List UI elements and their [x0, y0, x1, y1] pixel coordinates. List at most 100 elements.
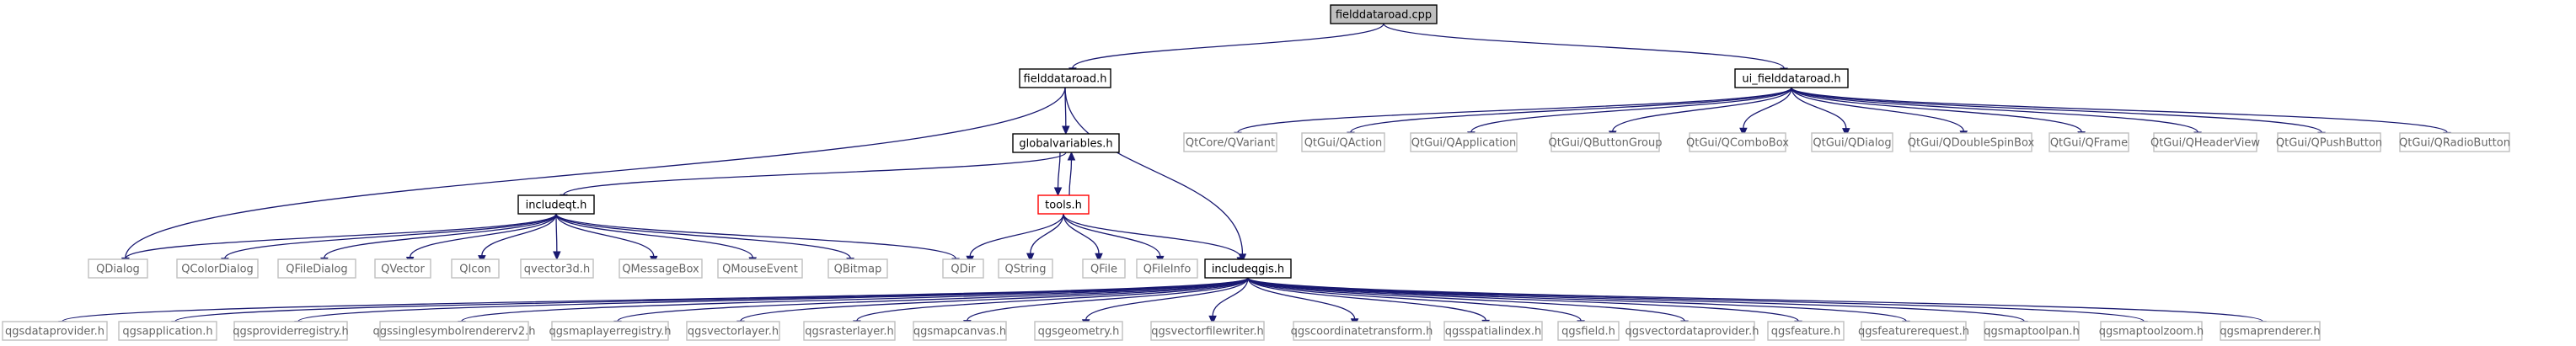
node-qgsvectorlayer-h: qgsvectorlayer.h — [686, 321, 780, 341]
edge-arrowhead — [1053, 187, 1063, 197]
node-box — [451, 258, 500, 279]
edge-line — [555, 213, 655, 257]
node-QtGui-QDialog: QtGui/QDialog — [1811, 132, 1893, 152]
node-label: includeqt.h — [526, 200, 587, 212]
node-qgsapplication-h: qgsapplication.h — [118, 321, 217, 341]
node-box — [2153, 132, 2257, 152]
edge-line — [1791, 87, 2322, 133]
edge-line — [297, 277, 1249, 322]
edge-globalvariables_h-to-tools_h — [1053, 152, 1063, 197]
edge-fielddataroad_cpp-to-fielddataroad_h — [1068, 23, 1384, 77]
node-label: QDialog — [96, 263, 140, 276]
edge-line — [1743, 87, 1792, 129]
node-QIcon: QIcon — [451, 258, 500, 279]
node-box — [1984, 321, 2080, 341]
edge-line — [1247, 277, 1486, 321]
node-QMessageBox: QMessageBox — [619, 258, 703, 279]
edge-includeqt_h-to-QBitmap — [555, 213, 854, 267]
node-QtGui-QButtonGroup: QtGui/QButtonGroup — [1549, 132, 1663, 152]
edge-line — [1791, 87, 1847, 129]
node-fielddataroad-cpp: fielddataroad.cpp — [1330, 4, 1438, 24]
node-label: qgsfeature.h — [1771, 326, 1841, 338]
edge-line — [1612, 87, 1792, 132]
node-label: qgsmaptoolzoom.h — [2099, 326, 2204, 338]
node-label: QString — [1004, 263, 1046, 276]
node-box — [1150, 321, 1265, 341]
node-QtGui-QPushButton: QtGui/QPushButton — [2276, 132, 2382, 152]
node-qgsgeometry-h: qgsgeometry.h — [1034, 321, 1123, 341]
node-qgsfield-h: qgsfield.h — [1557, 321, 1620, 341]
node-box — [551, 321, 669, 341]
edge-line — [125, 213, 557, 259]
node-includeqgis-h[interactable]: includeqgis.h — [1204, 258, 1292, 279]
node-label: qgsmaptoolpan.h — [1984, 326, 2080, 338]
node-box — [1550, 132, 1660, 152]
edge-ui_fielddataroad_h-to-QtGui_QComboBox — [1739, 87, 1792, 137]
nodes-layer: fielddataroad.cpp fielddataroad.h ui_field… — [2, 4, 2510, 341]
edge-line — [1063, 213, 1100, 254]
node-globalvariables-h[interactable]: globalvariables.h — [1012, 133, 1120, 153]
node-label: QIcon — [459, 263, 490, 276]
node-QtCore-QVariant: QtCore/QVariant — [1183, 132, 1277, 152]
node-ui-fielddataroad-h[interactable]: ui_fielddataroad.h — [1734, 68, 1849, 88]
node-label: includeqgis.h — [1212, 263, 1284, 276]
node-label: qgscoordinatetransform.h — [1291, 326, 1433, 338]
node-label: qgsapplication.h — [122, 326, 212, 338]
node-label: QtGui/QDoubleSpinBox — [1908, 137, 2035, 150]
edge-line — [967, 277, 1249, 321]
edge-includeqt_h-to-qvector3d_h — [553, 213, 561, 261]
edge-arrowhead — [553, 251, 561, 261]
node-label: QtGui/QComboBox — [1686, 137, 1789, 150]
node-box — [1034, 321, 1123, 341]
edge-line — [1063, 213, 1241, 258]
node-box — [1330, 4, 1438, 24]
node-label: globalvariables.h — [1019, 138, 1112, 151]
node-box — [1861, 321, 1967, 341]
node-label: QtGui/QFrame — [2050, 137, 2128, 150]
node-fielddataroad-h[interactable]: fielddataroad.h — [1019, 68, 1111, 88]
node-qgssinglesymbolrendererv2-h: qgssinglesymbolrendererv2.h — [373, 321, 536, 341]
node-tools-h[interactable]: tools.h — [1037, 194, 1090, 215]
edge-tools_h-to-QDir — [966, 213, 1064, 265]
node-label: fielddataroad.cpp — [1336, 9, 1432, 22]
node-QtGui-QApplication: QtGui/QApplication — [1410, 132, 1518, 152]
edge-line — [1350, 87, 1792, 133]
node-box — [176, 258, 259, 279]
edge-line — [1383, 23, 1785, 69]
node-label: QDir — [951, 263, 976, 276]
node-box — [1689, 132, 1786, 152]
node-qgsvectorfilewriter-h: qgsvectorfilewriter.h — [1150, 321, 1265, 341]
node-qgsmaptoolzoom-h: qgsmaptoolzoom.h — [2099, 321, 2204, 341]
node-includeqt-h[interactable]: includeqt.h — [517, 194, 595, 215]
node-box — [1767, 321, 1845, 341]
node-label: QtGui/QPushButton — [2276, 137, 2382, 150]
node-QtGui-QRadioButton: QtGui/QRadioButton — [2399, 132, 2510, 152]
node-label: QColorDialog — [181, 263, 254, 276]
node-label: qgsvectorlayer.h — [688, 326, 779, 338]
edge-line — [1247, 277, 2263, 322]
edge-line — [1030, 213, 1064, 254]
node-box — [1410, 132, 1518, 152]
node-label: qgsmapcanvas.h — [913, 326, 1006, 338]
node-QtGui-QFrame: QtGui/QFrame — [2048, 132, 2129, 152]
node-box — [1183, 132, 1277, 152]
edge-line — [969, 213, 1064, 257]
node-label: QtGui/QAction — [1304, 137, 1383, 150]
node-box — [1082, 258, 1126, 279]
node-box — [1136, 258, 1198, 279]
edge-line — [1247, 277, 1799, 322]
edge-line — [1470, 87, 1792, 133]
node-QtGui-QComboBox: QtGui/QComboBox — [1686, 132, 1789, 152]
node-QString: QString — [998, 258, 1053, 279]
node-box — [803, 321, 896, 341]
edge-fielddataroad_h-to-QDialog — [121, 87, 1066, 267]
node-box — [1811, 132, 1893, 152]
node-box — [827, 258, 888, 279]
node-label: QtCore/QVariant — [1186, 137, 1275, 150]
edge-ui_fielddataroad_h-to-QtGui_QAction — [1347, 87, 1792, 141]
edge-arrowhead — [1026, 253, 1035, 263]
edge-tools_h-to-globalvariables_h — [1067, 151, 1076, 196]
edge-line — [1247, 277, 1356, 319]
node-QFileDialog: QFileDialog — [277, 258, 356, 279]
